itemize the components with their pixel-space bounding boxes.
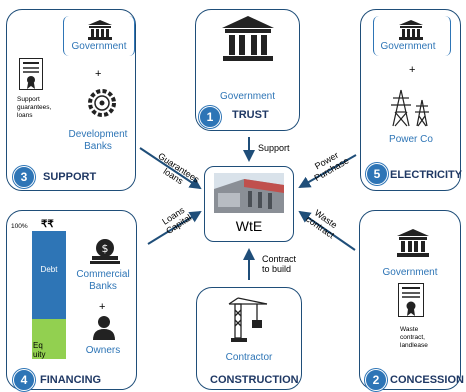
guarantees-arrow (139, 147, 202, 190)
electricity-entity: Government (380, 41, 436, 52)
support-entity: Government (71, 41, 127, 52)
concession-entity: Government (382, 267, 438, 278)
support-title: SUPPORT (43, 171, 97, 183)
electricity-title: ELECTRICITY (390, 169, 463, 181)
construction-entity: Contractor (225, 352, 273, 363)
electricity-bracket (373, 16, 451, 56)
power-purchase-arrow (298, 154, 357, 188)
financing-number-badge: 4 (13, 369, 35, 391)
electricity-plus: + (409, 64, 416, 76)
document-icon (19, 58, 43, 90)
financing-entity: Commercial Banks (76, 269, 130, 292)
support-bracket (63, 16, 135, 56)
svg-text:$: $ (102, 242, 109, 255)
concession-number-badge: 2 (365, 369, 387, 391)
support-doc-text: Support guarantees, loans (17, 96, 52, 119)
wte-center-box: WtE (204, 166, 294, 242)
debt-bar (32, 231, 66, 319)
equity-bar (32, 319, 66, 359)
support-arrow-label: Support (258, 143, 290, 153)
financing-pct: 100% (11, 223, 28, 230)
support-entity2: Development Banks (68, 129, 128, 152)
support-number-badge: 3 (13, 166, 35, 188)
equity-label: Equity (33, 341, 46, 359)
loans-capital-arrow (147, 210, 202, 245)
document-icon (398, 283, 424, 317)
bank-icon (397, 229, 429, 257)
contract-build-label: Contract to build (262, 254, 297, 274)
support-plus: + (95, 68, 102, 80)
trust-title: TRUST (232, 109, 269, 121)
financing-entity2: Owners (85, 345, 121, 356)
plant-image (214, 173, 284, 213)
electricity-entity2: Power Co (389, 134, 433, 145)
debt-label: Debt (40, 265, 58, 274)
crane-icon (228, 297, 268, 342)
electricity-number-badge: 5 (366, 163, 388, 185)
construction-title: CONSTRUCTION (210, 374, 299, 386)
money-icon: $ (90, 239, 120, 264)
financing-currency: ₹₹ (41, 219, 54, 230)
concession-doc-text: Waste contract, landlease (400, 326, 428, 349)
gear-icon (88, 89, 116, 117)
electricity-box: Government + Power Co (360, 9, 461, 191)
financing-box: 100% ₹₹ Debt Equity $ Commercial Banks +… (6, 210, 137, 390)
concession-box: Government Waste contract, landlease (359, 210, 461, 390)
trust-number-badge: 1 (199, 106, 221, 128)
bank-icon (88, 20, 112, 40)
wte-label: WtE (235, 218, 263, 234)
person-icon (93, 316, 115, 340)
trust-entity: Government (219, 91, 276, 102)
bank-icon (399, 20, 423, 40)
power-tower-icon (391, 89, 429, 127)
construction-box: Contractor (196, 287, 302, 390)
support-box: Government + Support guarantees, loans D… (6, 9, 136, 191)
financing-plus: + (99, 301, 106, 313)
concession-title: CONCESSION (390, 374, 464, 386)
financing-title: FINANCING (40, 374, 102, 386)
bank-icon (222, 16, 274, 61)
waste-contract-arrow (298, 210, 356, 251)
